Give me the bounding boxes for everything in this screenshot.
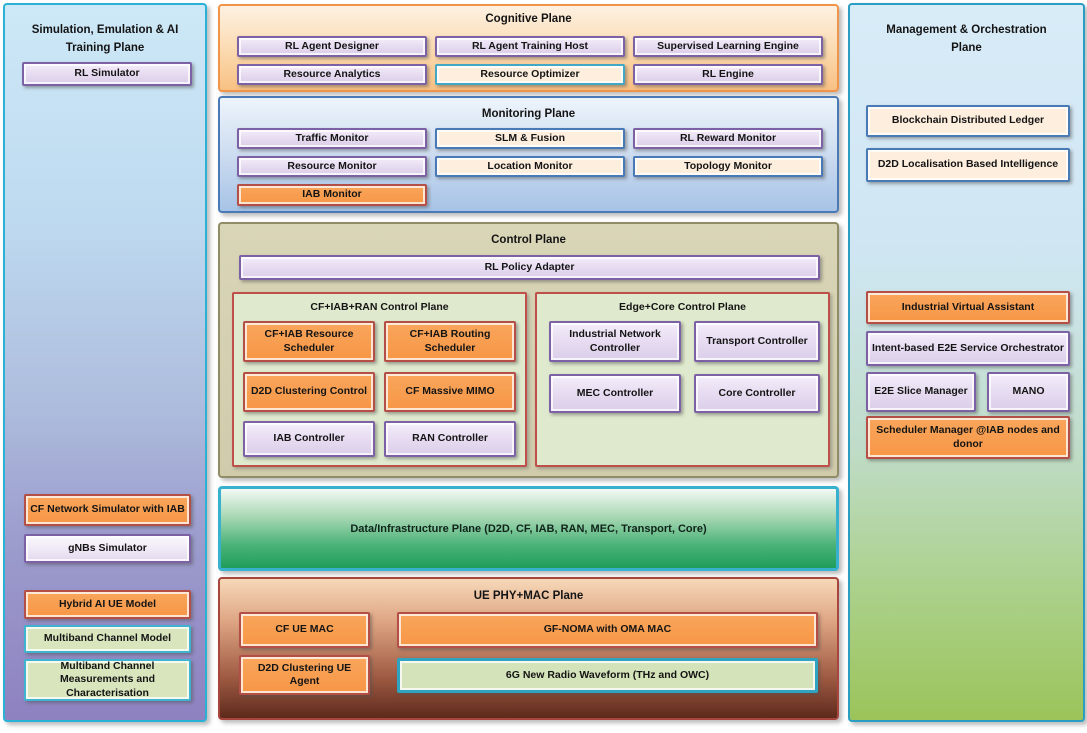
box-cf-iab-resource-scheduler: CF+IAB Resource Scheduler <box>243 321 375 362</box>
box-cf-ue-mac: CF UE MAC <box>239 612 370 648</box>
box-cf-network-simulator-with-iab: CF Network Simulator with IAB <box>24 494 191 526</box>
box-resource-optimizer: Resource Optimizer <box>435 64 625 85</box>
monitoring-plane: Monitoring Plane Traffic Monitor SLM & F… <box>218 96 839 213</box>
box-mec-controller: MEC Controller <box>549 374 681 413</box>
simulation-plane-title: Simulation, Emulation & AI Training Plan… <box>31 24 179 54</box>
management-plane-title: Management & Orchestration Plane <box>886 24 1047 54</box>
box-ran-controller: RAN Controller <box>384 421 516 457</box>
box-rl-policy-adapter: RL Policy Adapter <box>239 255 820 280</box>
box-hybrid-ai-ue-model: Hybrid AI UE Model <box>24 590 191 619</box>
box-rl-simulator: RL Simulator <box>22 62 192 86</box>
edge-core-control-plane: Edge+Core Control Plane Industrial Netwo… <box>535 292 830 467</box>
box-iab-monitor: IAB Monitor <box>237 184 427 206</box>
middle-column: Cognitive Plane RL Agent Designer RL Age… <box>218 4 839 733</box>
monitoring-plane-title: Monitoring Plane <box>481 108 576 120</box>
box-intent-based-e2e-service-orchestrator: Intent-based E2E Service Orchestrator <box>866 331 1070 366</box>
data-infrastructure-plane-title: Data/Infrastructure Plane (D2D, CF, IAB,… <box>350 522 707 535</box>
box-supervised-learning-engine: Supervised Learning Engine <box>633 36 823 57</box>
box-transport-controller: Transport Controller <box>694 321 820 362</box>
box-rl-reward-monitor: RL Reward Monitor <box>633 128 823 149</box>
box-multiband-channel-model: Multiband Channel Model <box>24 625 191 653</box>
edge-core-title: Edge+Core Control Plane <box>619 301 746 313</box>
cf-iab-ran-control-plane: CF+IAB+RAN Control Plane CF+IAB Resource… <box>232 292 527 467</box>
box-d2d-clustering-control: D2D Clustering Control <box>243 372 375 412</box>
ue-phy-mac-plane-title: UE PHY+MAC Plane <box>473 590 584 602</box>
box-scheduler-manager-iab-nodes-and-donor: Scheduler Manager @IAB nodes and donor <box>866 416 1070 459</box>
cognitive-plane: Cognitive Plane RL Agent Designer RL Age… <box>218 4 839 92</box>
box-industrial-virtual-assistant: Industrial Virtual Assistant <box>866 291 1070 324</box>
cf-iab-ran-title: CF+IAB+RAN Control Plane <box>310 301 449 313</box>
box-traffic-monitor: Traffic Monitor <box>237 128 427 149</box>
box-rl-agent-designer: RL Agent Designer <box>237 36 427 57</box>
box-rl-agent-training-host: RL Agent Training Host <box>435 36 625 57</box>
box-6g-new-radio-waveform: 6G New Radio Waveform (THz and OWC) <box>397 658 818 693</box>
box-e2e-slice-manager: E2E Slice Manager <box>866 372 976 412</box>
box-core-controller: Core Controller <box>694 374 820 413</box>
box-topology-monitor: Topology Monitor <box>633 156 823 177</box>
data-infrastructure-plane: Data/Infrastructure Plane (D2D, CF, IAB,… <box>218 486 839 571</box>
box-blockchain-distributed-ledger: Blockchain Distributed Ledger <box>866 105 1070 137</box>
box-iab-controller: IAB Controller <box>243 421 375 457</box>
box-gf-noma-with-oma-mac: GF-NOMA with OMA MAC <box>397 612 818 648</box>
box-cf-massive-mimo: CF Massive MIMO <box>384 372 516 412</box>
simulation-emulation-plane: Simulation, Emulation & AI Training Plan… <box>3 3 207 722</box>
control-plane-title: Control Plane <box>491 234 566 246</box>
box-d2d-localisation-based-intelligence: D2D Localisation Based Intelligence <box>866 148 1070 182</box>
box-gnbs-simulator: gNBs Simulator <box>24 534 191 563</box>
box-d2d-clustering-ue-agent: D2D Clustering UE Agent <box>239 655 370 695</box>
box-resource-monitor: Resource Monitor <box>237 156 427 177</box>
box-industrial-network-controller: Industrial Network Controller <box>549 321 681 362</box>
box-mano: MANO <box>987 372 1070 412</box>
cognitive-plane-title: Cognitive Plane <box>485 13 572 25</box>
box-rl-engine: RL Engine <box>633 64 823 85</box>
box-multiband-channel-measurements: Multiband Channel Measurements and Chara… <box>24 659 191 701</box>
ue-phy-mac-plane: UE PHY+MAC Plane CF UE MAC GF-NOMA with … <box>218 577 839 720</box>
box-cf-iab-routing-scheduler: CF+IAB Routing Scheduler <box>384 321 516 362</box>
box-slm-and-fusion: SLM & Fusion <box>435 128 625 149</box>
box-resource-analytics: Resource Analytics <box>237 64 427 85</box>
control-plane: Control Plane RL Policy Adapter CF+IAB+R… <box>218 222 839 478</box>
box-location-monitor: Location Monitor <box>435 156 625 177</box>
management-orchestration-plane: Management & Orchestration Plane Blockch… <box>848 3 1085 722</box>
